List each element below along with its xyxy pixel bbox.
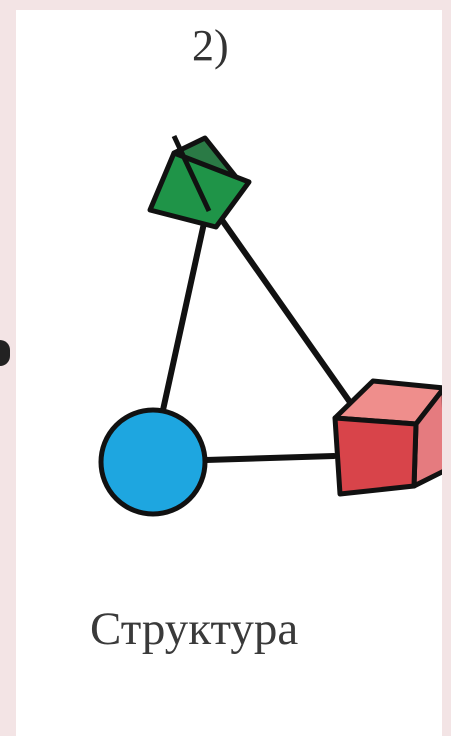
edge-green-cube-to-red-cube bbox=[207, 200, 355, 408]
edge-green-cube-to-blue-circle bbox=[160, 211, 209, 413]
structure-diagram bbox=[98, 134, 442, 517]
cropped-edge-mark bbox=[0, 340, 10, 366]
green-cube-edge bbox=[171, 134, 212, 213]
panel-label: 2) bbox=[192, 21, 229, 70]
edge-blue-circle-to-red-cube bbox=[203, 453, 337, 463]
diagram-caption: Структура bbox=[90, 603, 299, 655]
blue-circle bbox=[98, 407, 208, 517]
red-cube-front bbox=[332, 415, 419, 497]
connector-lines bbox=[160, 200, 355, 463]
figure-panel: 2) Структура bbox=[16, 10, 442, 736]
green-cube bbox=[147, 134, 252, 230]
red-cube bbox=[332, 378, 442, 497]
